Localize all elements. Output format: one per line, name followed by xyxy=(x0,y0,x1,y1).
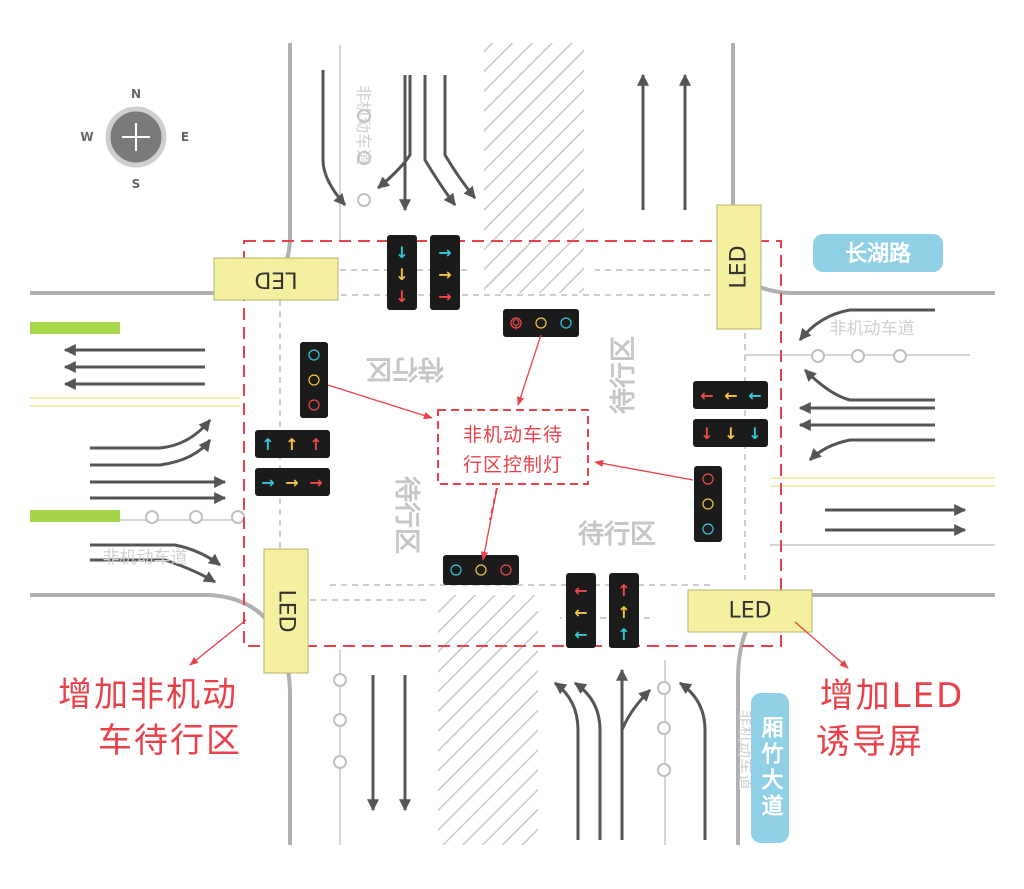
bollards xyxy=(145,109,907,777)
bike-signal-south xyxy=(443,555,519,585)
svg-text:←: ← xyxy=(574,625,587,644)
bike-signal-west xyxy=(300,342,328,418)
signal-head-west-bottom: → → → xyxy=(255,468,330,496)
waiting-zone-label-north: 待行区 xyxy=(366,353,444,384)
road-name-north-south: 厢竹大道 xyxy=(758,716,785,820)
bike-signal-east xyxy=(694,466,722,542)
bicycle-icon: ⚲ xyxy=(512,317,521,331)
road-name-east-west: 长湖路 xyxy=(845,241,912,267)
lane-arrows xyxy=(63,70,967,840)
crosswalk-north xyxy=(484,43,584,293)
signal-head-north-right: → → → xyxy=(430,235,460,310)
led-label-north: LED xyxy=(254,267,297,292)
svg-text:→: → xyxy=(285,473,298,492)
svg-text:↑: ↑ xyxy=(285,435,298,454)
svg-text:↑: ↑ xyxy=(309,435,322,454)
svg-text:↑: ↑ xyxy=(617,581,630,600)
svg-text:→: → xyxy=(438,243,451,262)
compass: N S E W xyxy=(80,87,189,191)
led-screen-north: LED xyxy=(213,257,339,301)
waiting-zone-label-east: 待行区 xyxy=(608,336,639,414)
crosswalks xyxy=(438,43,584,845)
svg-text:↓: ↓ xyxy=(395,243,408,262)
signal-head-south-left: ← ← ← xyxy=(566,573,596,648)
pointer-west-dash xyxy=(489,487,498,521)
led-label-west: LED xyxy=(274,589,299,632)
svg-text:↓: ↓ xyxy=(395,287,408,306)
road-badge-east-west: 长湖路 xyxy=(813,234,943,272)
control-light-label-box xyxy=(437,409,589,485)
svg-text:↓: ↓ xyxy=(724,424,737,443)
bike-lane-label-west: 非机动车道 xyxy=(103,548,188,568)
signal-head-east-bottom: ↓ ↓ ↓ xyxy=(693,419,768,447)
svg-text:→: → xyxy=(261,473,274,492)
svg-text:←: ← xyxy=(748,386,761,405)
led-screen-south: LED xyxy=(687,589,813,633)
road-badge-north-south: 厢竹大道 xyxy=(751,693,789,843)
compass-west: W xyxy=(80,130,93,144)
compass-east: E xyxy=(181,130,189,144)
annotation-add-zone-line1: 增加非机动 xyxy=(58,675,238,715)
svg-text:↓: ↓ xyxy=(395,265,408,284)
signal-head-south-right: ↑ ↑ ↑ xyxy=(609,573,639,648)
signal-head-north-left: ↓ ↓ ↓ xyxy=(387,235,417,310)
bike-lane-label-south: 非机动车道 xyxy=(736,710,755,790)
svg-text:↑: ↑ xyxy=(261,435,274,454)
svg-text:↑: ↑ xyxy=(617,603,630,622)
led-label-east: LED xyxy=(727,245,752,288)
svg-text:←: ← xyxy=(724,386,737,405)
compass-south: S xyxy=(132,177,141,191)
led-screen-west: LED xyxy=(263,548,309,674)
annotation-add-led-line1: 增加LED xyxy=(820,676,965,716)
svg-text:→: → xyxy=(438,287,451,306)
svg-text:↓: ↓ xyxy=(700,424,713,443)
svg-text:←: ← xyxy=(700,386,713,405)
bike-lane-marker-west-bottom xyxy=(30,510,120,522)
svg-text:←: ← xyxy=(574,581,587,600)
control-light-label-line2: 行区控制灯 xyxy=(463,454,563,476)
bike-lane-label-east: 非机动车道 xyxy=(830,319,915,339)
svg-text:←: ← xyxy=(574,603,587,622)
center-lines xyxy=(30,397,995,487)
signal-head-west-top: ↑ ↑ ↑ xyxy=(255,430,330,458)
annotation-add-led-line2: 诱导屏 xyxy=(816,722,924,762)
compass-north: N xyxy=(131,87,141,101)
led-screen-east: LED xyxy=(716,204,762,330)
svg-text:→: → xyxy=(309,473,322,492)
crosswalk-south xyxy=(438,595,538,845)
svg-text:↓: ↓ xyxy=(748,424,761,443)
control-light-label-line1: 非机动车待 xyxy=(463,424,563,446)
svg-text:→: → xyxy=(438,265,451,284)
led-label-south: LED xyxy=(728,599,771,624)
bike-lane-marker-west-top xyxy=(30,322,120,334)
waiting-zone-label-west: 待行区 xyxy=(391,476,422,554)
waiting-zone-label-south: 待行区 xyxy=(578,519,656,550)
signal-head-east-top: ← ← ← xyxy=(693,381,768,409)
bike-lane-label-north: 非机动车道 xyxy=(354,85,373,165)
bike-signal-north: ⚲ xyxy=(503,309,579,337)
waiting-zone-boundary xyxy=(243,240,782,647)
svg-text:↑: ↑ xyxy=(617,625,630,644)
annotation-add-zone-line2: 车待行区 xyxy=(98,721,242,761)
